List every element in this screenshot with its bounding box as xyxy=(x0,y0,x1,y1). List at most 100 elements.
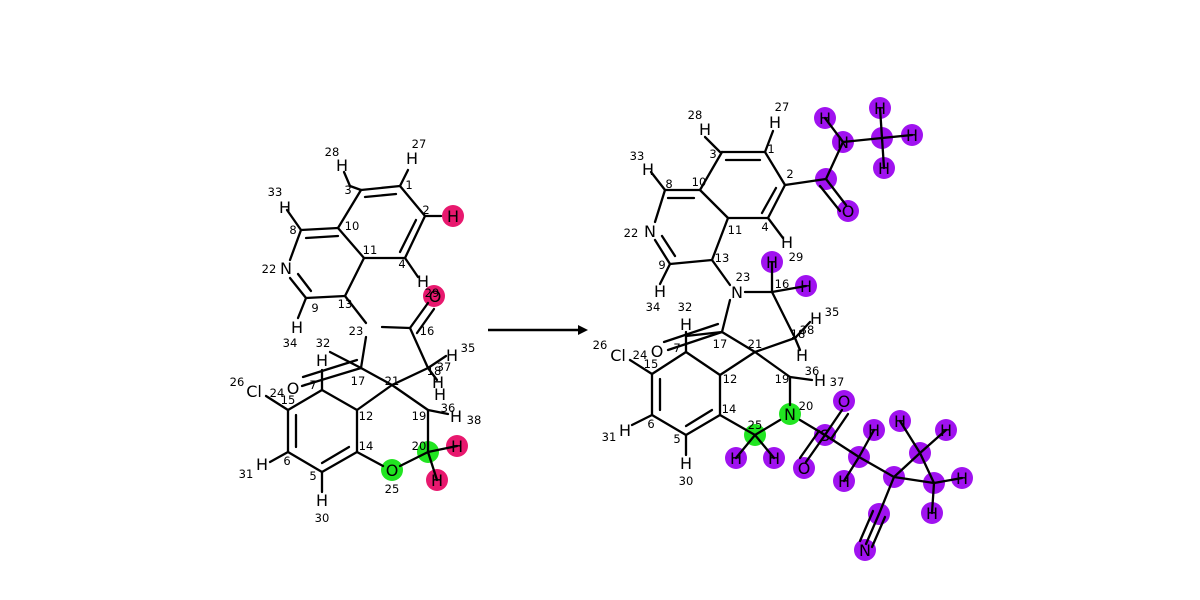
atom-index: 14 xyxy=(359,439,374,453)
atom-index: 6 xyxy=(283,454,290,468)
atom-index: 7 xyxy=(673,341,680,355)
atom-index: 7 xyxy=(309,378,316,392)
atom-index: 25 xyxy=(385,482,400,496)
atom-index: 16 xyxy=(775,277,790,291)
atom-label: H xyxy=(810,309,822,328)
atom-index: 19 xyxy=(412,409,427,423)
atom-index: 15 xyxy=(644,357,659,371)
atom-index: 28 xyxy=(325,145,340,159)
atom-index: 33 xyxy=(630,149,645,163)
atom-index: 9 xyxy=(658,258,665,272)
atom-index: 11 xyxy=(363,243,378,257)
highlight-green-atom xyxy=(779,403,801,425)
atom-index: 23 xyxy=(736,270,751,284)
atom-label: H xyxy=(279,198,291,217)
atom-label: H xyxy=(800,277,812,296)
atom-label: H xyxy=(796,346,808,365)
atom-index: 8 xyxy=(289,223,296,237)
atom-label: O xyxy=(798,459,811,478)
atom-label: H xyxy=(768,449,780,468)
atom-index: 8 xyxy=(665,177,672,191)
atom-index: 12 xyxy=(723,372,738,386)
atom-index: 17 xyxy=(351,374,366,388)
atom-label: N xyxy=(731,283,743,302)
atom-label: H xyxy=(699,120,711,139)
atom-index: 31 xyxy=(239,467,254,481)
atom-index: 33 xyxy=(268,185,283,199)
atom-index: 2 xyxy=(422,203,429,217)
atom-label: O xyxy=(838,392,851,411)
atom-index: 5 xyxy=(673,432,680,446)
atom-label: H xyxy=(446,346,458,365)
atom-index: 35 xyxy=(825,305,840,319)
atom-index: 32 xyxy=(316,336,331,350)
atom-label: H xyxy=(291,318,303,337)
atom-index: 16 xyxy=(420,324,435,338)
atom-label: H xyxy=(956,469,968,488)
atom-index: 1 xyxy=(767,142,774,156)
atom-label: O xyxy=(651,342,664,361)
atom-index: 4 xyxy=(761,220,768,234)
atom-index: 34 xyxy=(283,336,298,350)
atom-index: 13 xyxy=(338,297,353,311)
product-bonds xyxy=(628,106,964,549)
atom-index: 29 xyxy=(789,250,804,264)
highlight-purple-atom xyxy=(833,390,855,412)
atom-index: 10 xyxy=(345,219,360,233)
atom-label: Cl xyxy=(246,382,262,401)
atom-index: 3 xyxy=(709,147,716,161)
atom-label: H xyxy=(434,385,446,404)
highlight-pink-o xyxy=(423,285,445,307)
atom-label: H xyxy=(838,472,850,491)
atom-index: 35 xyxy=(461,341,476,355)
atom-label: H xyxy=(447,207,459,226)
atom-label: H xyxy=(906,126,918,145)
atom-index: 15 xyxy=(281,393,296,407)
atom-index: 28 xyxy=(688,108,703,122)
atom-label: H xyxy=(814,371,826,390)
atom-label: H xyxy=(680,454,692,473)
atom-label: H xyxy=(417,272,429,291)
atom-index: 11 xyxy=(728,223,743,237)
atom-label: H xyxy=(940,421,952,440)
atom-label: S xyxy=(820,426,830,445)
reactant-molecule: H H H H N H O Cl H H H O H H H O H H H H… xyxy=(230,137,482,525)
atom-index: 37 xyxy=(830,375,845,389)
atom-label: H xyxy=(730,449,742,468)
atom-label: H xyxy=(336,156,348,175)
highlight-purple-atom xyxy=(793,457,815,479)
atom-index: 18 xyxy=(791,327,806,341)
atom-index: 22 xyxy=(624,226,639,240)
atom-index: 37 xyxy=(437,360,452,374)
atom-label: H xyxy=(680,315,692,334)
reactant-atom-labels: H H H H N H O Cl H H H O H H H O H H H H xyxy=(246,149,463,510)
atom-label: N xyxy=(837,133,849,152)
atom-label: Cl xyxy=(610,346,626,365)
atom-label: N xyxy=(784,405,796,424)
atom-index: 24 xyxy=(270,386,285,400)
atom-label: H xyxy=(766,253,778,272)
atom-index: 36 xyxy=(805,364,820,378)
atom-index: 5 xyxy=(309,469,316,483)
atom-label: H xyxy=(819,109,831,128)
atom-label: H xyxy=(642,160,654,179)
atom-label: H xyxy=(256,455,268,474)
atom-label: O xyxy=(429,287,442,306)
reactant-bonds xyxy=(264,168,459,494)
atom-label: H xyxy=(654,282,666,301)
highlight-purple-atom xyxy=(854,539,876,561)
atom-index: 13 xyxy=(715,251,730,265)
atom-index: 6 xyxy=(647,417,654,431)
atom-index: 32 xyxy=(678,300,693,314)
atom-index: 38 xyxy=(467,413,482,427)
atom-label: H xyxy=(619,421,631,440)
atom-label: O xyxy=(287,379,300,398)
atom-index: 23 xyxy=(349,324,364,338)
atom-label: N xyxy=(859,541,871,560)
atom-label: H xyxy=(451,437,463,456)
atom-index: 1 xyxy=(405,178,412,192)
atom-index: 2 xyxy=(786,167,793,181)
atom-label: H xyxy=(878,159,890,178)
atom-label: H xyxy=(781,233,793,252)
